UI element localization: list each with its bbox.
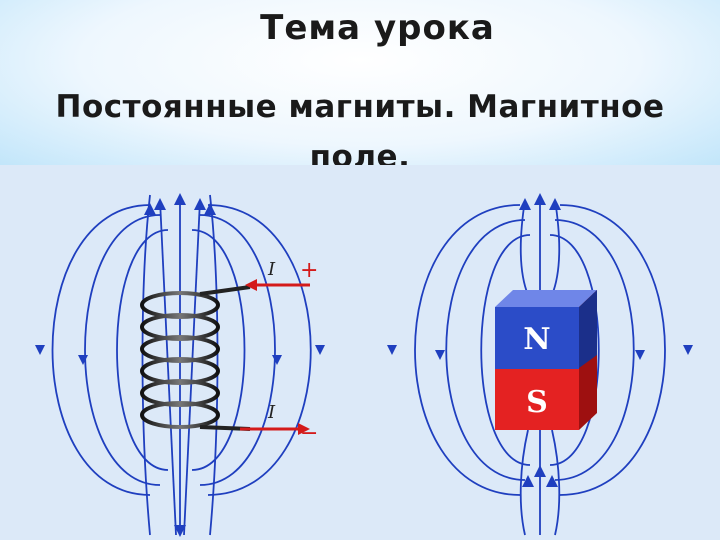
coil-field-line-mid-right [199,214,276,486]
south-label: S [526,385,548,420]
coil-field-line-mid-left [84,214,161,486]
current-bottom-label: I [267,402,276,423]
current-top-label: I [267,259,276,280]
north-pole [495,307,579,369]
coil-field-arrows [35,193,325,537]
current-top-sign: + [300,258,318,283]
slide-title: Тема урока [260,8,495,48]
header-background [0,0,720,165]
coil-field-line-outer-right [207,204,312,496]
current-bottom-arrow: I − [240,402,318,446]
magnetic-field-illustration: I + I − [0,165,720,540]
magnet-field-lines [414,195,666,536]
north-label: N [523,322,550,357]
bar-magnet: N S [495,290,597,430]
coil-field-lines [51,194,312,536]
solenoid-coil [140,285,251,431]
slide-subtitle: Постоянные магниты. Магнитное поле. [0,82,720,182]
coil-field-line-inner-right [191,229,246,471]
south-pole [495,369,579,430]
current-bottom-sign: − [300,421,318,446]
coil-field-line-outer-left [51,204,151,496]
subtitle-line-1: Постоянные магниты. Магнитное [55,89,665,125]
current-top-arrow: I + [245,258,318,291]
magnet-field-arrows [387,193,693,487]
